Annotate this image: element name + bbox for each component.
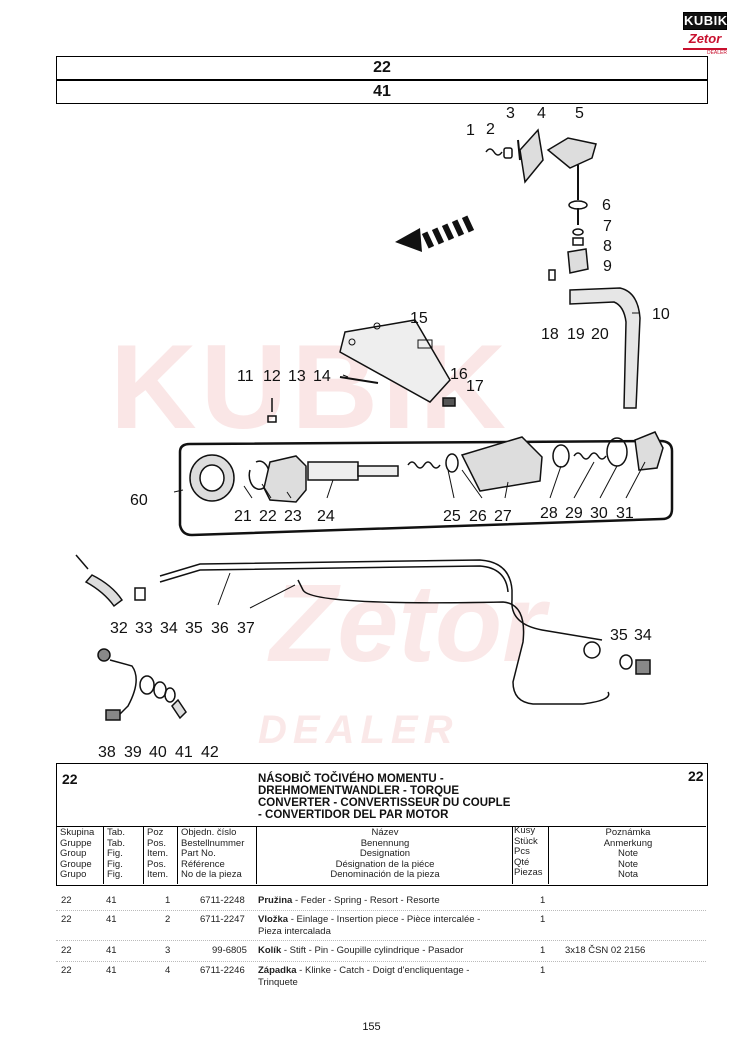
- page-number: 155: [362, 1021, 381, 1033]
- part-plate-icon: [339, 319, 451, 403]
- callout-2: 2: [486, 121, 495, 138]
- callout-38: 38: [98, 744, 116, 761]
- part-bracket-icon: [569, 287, 641, 409]
- converter-assembly: [189, 431, 664, 503]
- callout-13: 13: [288, 368, 306, 385]
- table-number: 41: [373, 83, 391, 100]
- callout-26: 26: [469, 508, 487, 525]
- callout-7: 7: [603, 218, 612, 235]
- callout-17: 17: [466, 378, 484, 395]
- callout-1: 1: [466, 122, 475, 139]
- callout-29: 29: [565, 505, 583, 522]
- callout-24: 24: [317, 508, 335, 525]
- callout-33: 33: [135, 620, 153, 637]
- callout-16: 16: [450, 366, 468, 383]
- callout-35b: 35: [610, 627, 628, 644]
- assembly-frame: [178, 439, 674, 537]
- parts-list-header: [56, 763, 708, 886]
- callout-35: 35: [185, 620, 203, 637]
- callout-42: 42: [201, 744, 219, 761]
- callout-6: 6: [602, 197, 611, 214]
- callout-10: 10: [652, 306, 670, 323]
- callout-27: 27: [494, 508, 512, 525]
- callout-30: 30: [590, 505, 608, 522]
- callout-14: 14: [313, 368, 331, 385]
- callout-9: 9: [603, 258, 612, 275]
- callout-3: 3: [506, 105, 515, 122]
- fuel-pipe-icon: [75, 554, 651, 721]
- callout-34b: 34: [634, 627, 652, 644]
- callout-34: 34: [160, 620, 178, 637]
- direction-arrow-icon: [395, 215, 475, 252]
- part-lever-icon: [546, 137, 597, 169]
- parts-group-left: 22: [62, 771, 78, 787]
- callout-8: 8: [603, 238, 612, 255]
- part-washer-icon: [568, 200, 588, 210]
- callout-5: 5: [575, 105, 584, 122]
- parts-title: NÁSOBIČ TOČIVÉHO MOMENTU - DREHMOMENTWAN…: [258, 773, 511, 821]
- callout-4: 4: [537, 105, 546, 122]
- callout-41: 41: [175, 744, 193, 761]
- callout-28: 28: [540, 505, 558, 522]
- callout-12: 12: [263, 368, 281, 385]
- group-header: 22: [56, 56, 708, 80]
- part-block-icon: [567, 248, 589, 274]
- part-spring-icon: [485, 148, 503, 156]
- watermark-zetor: Zetor: [270, 562, 545, 685]
- part-catch-icon: [519, 128, 544, 184]
- callout-39: 39: [124, 744, 142, 761]
- group-number: 22: [373, 59, 391, 76]
- part-pin-icon: [517, 139, 521, 161]
- callout-20: 20: [591, 326, 609, 343]
- callout-11: 11: [237, 368, 254, 385]
- logo-brand: KUBIK: [683, 12, 728, 30]
- callout-32: 32: [110, 620, 128, 637]
- callout-37: 37: [237, 620, 255, 637]
- callout-36: 36: [211, 620, 229, 637]
- kubik-zetor-logo: KUBIK Zetor DEALER: [683, 12, 727, 60]
- logo-sub: Zetor: [683, 30, 727, 50]
- callout-23: 23: [284, 508, 302, 525]
- watermark-dealer: DEALER: [258, 708, 459, 752]
- table-header: 41: [56, 80, 708, 104]
- callout-25: 25: [443, 508, 461, 525]
- exploded-parts-diagram: 1 2 3 4 5 6 7 8 9 10 11 12 13 14 15 16 1…: [75, 105, 674, 761]
- parts-group-right: 22: [688, 768, 704, 784]
- callout-60: 60: [130, 492, 148, 509]
- callout-22: 22: [259, 508, 277, 525]
- logo-tag: DEALER: [706, 50, 727, 56]
- callout-21: 21: [234, 508, 252, 525]
- callout-40: 40: [149, 744, 167, 761]
- callout-19: 19: [567, 326, 585, 343]
- callout-15: 15: [410, 310, 428, 327]
- col-table-header: Tab.Tab.Fig.Fig.Fig.: [107, 827, 125, 880]
- part-insert-icon: [503, 147, 513, 159]
- callout-31: 31: [616, 505, 634, 522]
- callout-18: 18: [541, 326, 559, 343]
